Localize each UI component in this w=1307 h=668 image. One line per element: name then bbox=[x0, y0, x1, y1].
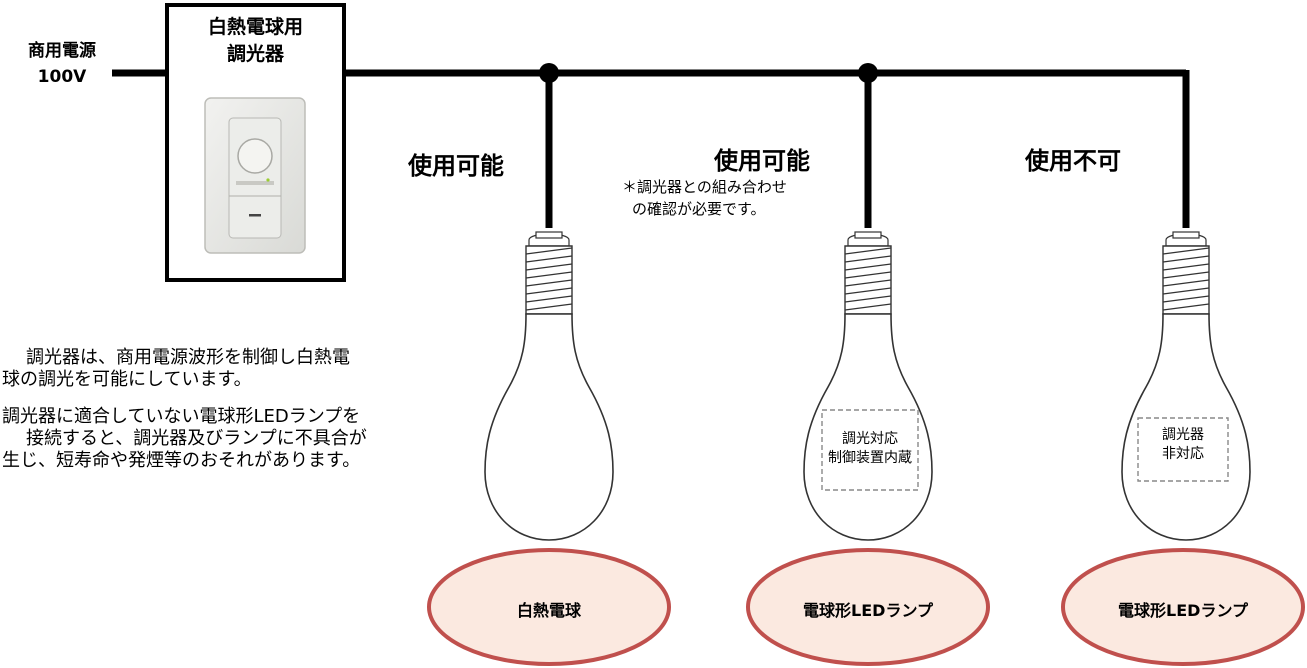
led-bulb-dimmable-icon bbox=[803, 231, 933, 541]
note-line1: ＊調光器との組み合わせ bbox=[622, 178, 787, 196]
led-inner-label-2-line2: 制御装置内蔵 bbox=[828, 450, 912, 466]
dimmer-title-line1: 白熱電球用 bbox=[207, 16, 303, 38]
led-inner-label-2-line1: 調光対応 bbox=[842, 431, 898, 447]
led-inner-label-3-line2: 非対応 bbox=[1162, 446, 1204, 462]
power-source-label: 商用電源 100V bbox=[8, 38, 116, 90]
desc-p1-line2: 球の調光を可能にしています。 bbox=[2, 369, 252, 390]
dimmer-title: 白熱電球用 調光器 bbox=[167, 14, 344, 68]
bulb-name-3: 電球形LEDランプ bbox=[1118, 601, 1248, 620]
led-inner-label-3-line1: 調光器 bbox=[1162, 427, 1204, 443]
status-bulb-3: 使用不可 bbox=[1025, 147, 1121, 175]
led-bulb-nondimmable-icon bbox=[1121, 231, 1251, 541]
desc-p2-line1: 調光器に適合していない電球形LEDランプを bbox=[2, 406, 361, 427]
description-paragraph-2: 調光器に適合していない電球形LEDランプを 接続すると、調光器及びランプに不具合… bbox=[2, 406, 367, 472]
led-inner-label-2: 調光対応 制御装置内蔵 bbox=[820, 430, 920, 468]
power-source-line2: 100V bbox=[37, 67, 87, 87]
desc-p2-line2: 接続すると、調光器及びランプに不具合が bbox=[26, 428, 367, 449]
note-line2: の確認が必要です。 bbox=[632, 200, 766, 218]
junction-dot-1 bbox=[539, 63, 559, 83]
bulb-name-1: 白熱電球 bbox=[516, 601, 581, 620]
status-bulb-1: 使用可能 bbox=[408, 152, 504, 180]
oval-led-1 bbox=[746, 548, 990, 666]
dimmer-title-line2: 調光器 bbox=[226, 43, 284, 65]
incandescent-bulb-icon bbox=[484, 231, 614, 541]
junction-dot-2 bbox=[858, 63, 878, 83]
bulb-name-2: 電球形LEDランプ bbox=[803, 601, 933, 620]
oval-incandescent bbox=[427, 548, 671, 666]
led-inner-label-3: 調光器 非対応 bbox=[1133, 426, 1233, 464]
dimmer-switch-image bbox=[204, 97, 306, 254]
compatibility-note: ＊調光器との組み合わせ の確認が必要です。 bbox=[622, 176, 787, 220]
desc-p2-line3: 生じ、短寿命や発煙等のおそれがあります。 bbox=[2, 450, 361, 471]
description-paragraph-1: 調光器は、商用電源波形を制御し白熱電 球の調光を可能にしています。 bbox=[2, 347, 350, 391]
led-control-box-3 bbox=[1137, 417, 1229, 482]
led-control-box-2 bbox=[821, 409, 919, 491]
status-bulb-2: 使用可能 bbox=[714, 147, 810, 175]
oval-led-2 bbox=[1061, 548, 1305, 666]
power-source-line1: 商用電源 bbox=[28, 41, 96, 61]
desc-p1-line1: 調光器は、商用電源波形を制御し白熱電 bbox=[26, 347, 350, 368]
